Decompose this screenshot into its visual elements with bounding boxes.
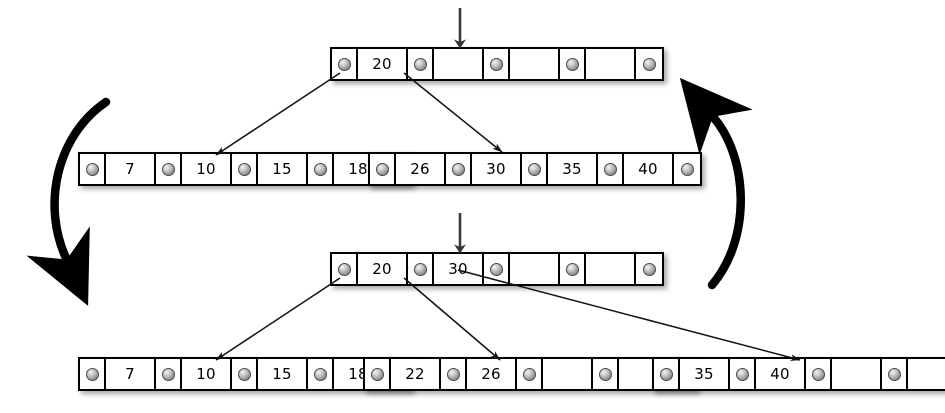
key-cell: 22 xyxy=(391,359,441,389)
pointer-cell xyxy=(156,359,182,389)
pointer-dot-icon xyxy=(337,262,351,276)
pointer-dot-icon xyxy=(887,367,901,381)
pointer-cell xyxy=(365,359,391,389)
leaf-node-before-2: 26 30 35 40 xyxy=(368,152,702,186)
pointer-dot-icon xyxy=(451,162,465,176)
leaf-node-after-3: 35 40 xyxy=(652,357,945,391)
pointer-cell xyxy=(156,154,182,184)
pointer-cell xyxy=(806,359,832,389)
edge-before-root-p1-to-leaf1 xyxy=(215,72,341,156)
empty-key-cell xyxy=(586,254,636,284)
pointer-dot-icon xyxy=(370,367,384,381)
key-cell: 15 xyxy=(258,154,308,184)
empty-key-cell xyxy=(510,254,560,284)
pointer-cell xyxy=(593,359,619,389)
pointer-dot-icon xyxy=(85,367,99,381)
pointer-dot-icon xyxy=(313,367,327,381)
pointer-dot-icon xyxy=(603,162,617,176)
root-node-before: 20 xyxy=(330,47,664,81)
pointer-cell xyxy=(408,49,434,79)
pointer-dot-icon xyxy=(161,367,175,381)
flow-arrow-up-right-path xyxy=(679,77,753,290)
pointer-dot-icon xyxy=(413,57,427,71)
key-cell: 40 xyxy=(756,359,806,389)
pointer-cell xyxy=(80,359,106,389)
empty-key-cell xyxy=(543,359,593,389)
key-cell: 20 xyxy=(358,49,408,79)
empty-key-cell xyxy=(510,49,560,79)
pointer-cell xyxy=(517,359,543,389)
edge-after-root-p1-to-leaf1 xyxy=(215,277,341,361)
pointer-dot-icon xyxy=(489,57,503,71)
pointer-dot-icon xyxy=(527,162,541,176)
pointer-cell xyxy=(332,49,358,79)
pointer-cell xyxy=(484,49,510,79)
pointer-dot-icon xyxy=(313,162,327,176)
pointer-dot-icon xyxy=(446,367,460,381)
key-cell: 40 xyxy=(624,154,674,184)
pointer-cell xyxy=(674,154,700,184)
pointer-cell xyxy=(370,154,396,184)
empty-key-cell xyxy=(434,49,484,79)
key-cell: 10 xyxy=(182,359,232,389)
pointer-dot-icon xyxy=(659,367,673,381)
pointer-cell xyxy=(232,154,258,184)
key-cell: 30 xyxy=(472,154,522,184)
key-cell: 35 xyxy=(548,154,598,184)
pointer-cell xyxy=(232,359,258,389)
pointer-cell xyxy=(441,359,467,389)
pointer-cell xyxy=(484,254,510,284)
pointer-cell xyxy=(308,154,334,184)
pointer-cell xyxy=(332,254,358,284)
empty-key-cell xyxy=(832,359,882,389)
pointer-dot-icon xyxy=(522,367,536,381)
edge-before-root-p2-to-leaf2 xyxy=(403,72,503,153)
empty-key-cell xyxy=(908,359,945,389)
key-cell: 30 xyxy=(434,254,484,284)
pointer-dot-icon xyxy=(565,57,579,71)
pointer-dot-icon xyxy=(642,57,656,71)
pointer-cell xyxy=(730,359,756,389)
pointer-dot-icon xyxy=(642,262,656,276)
pointer-cell xyxy=(882,359,908,389)
pointer-cell xyxy=(446,154,472,184)
pointer-dot-icon xyxy=(489,262,503,276)
pointer-dot-icon xyxy=(413,262,427,276)
pointer-dot-icon xyxy=(565,262,579,276)
pointer-cell xyxy=(522,154,548,184)
pointer-dot-icon xyxy=(237,162,251,176)
pointer-cell xyxy=(654,359,680,389)
empty-key-cell xyxy=(586,49,636,79)
pointer-cell xyxy=(560,254,586,284)
key-cell: 10 xyxy=(182,154,232,184)
key-cell: 7 xyxy=(106,359,156,389)
key-cell: 26 xyxy=(467,359,517,389)
pointer-dot-icon xyxy=(85,162,99,176)
pointer-dot-icon xyxy=(811,367,825,381)
key-cell: 15 xyxy=(258,359,308,389)
edge-after-root-p2-to-leaf2 xyxy=(403,277,501,361)
pointer-cell xyxy=(308,359,334,389)
pointer-cell xyxy=(636,49,662,79)
pointer-dot-icon xyxy=(680,162,694,176)
key-cell: 35 xyxy=(680,359,730,389)
key-cell: 7 xyxy=(106,154,156,184)
pointer-cell xyxy=(80,154,106,184)
key-cell: 26 xyxy=(396,154,446,184)
pointer-dot-icon xyxy=(237,367,251,381)
pointer-dot-icon xyxy=(735,367,749,381)
pointer-dot-icon xyxy=(337,57,351,71)
pointer-cell xyxy=(408,254,434,284)
pointer-dot-icon xyxy=(598,367,612,381)
pointer-cell xyxy=(560,49,586,79)
leaf-node-after-2: 22 26 xyxy=(363,357,697,391)
pointer-dot-icon xyxy=(161,162,175,176)
pointer-dot-icon xyxy=(375,162,389,176)
pointer-cell xyxy=(598,154,624,184)
pointer-cell xyxy=(636,254,662,284)
key-cell: 20 xyxy=(358,254,408,284)
